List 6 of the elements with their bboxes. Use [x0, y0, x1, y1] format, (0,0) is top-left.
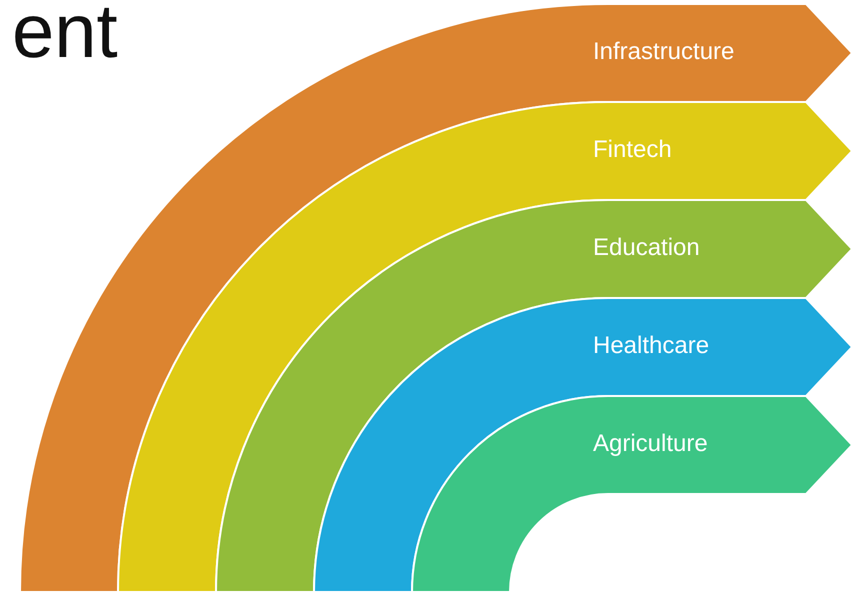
band-label: Infrastructure: [593, 38, 734, 66]
band-label: Fintech: [593, 136, 672, 164]
band-label: Agriculture: [593, 430, 708, 458]
title-text: ent: [12, 0, 118, 75]
band-label: Education: [593, 234, 700, 262]
band-label: Healthcare: [593, 332, 710, 360]
